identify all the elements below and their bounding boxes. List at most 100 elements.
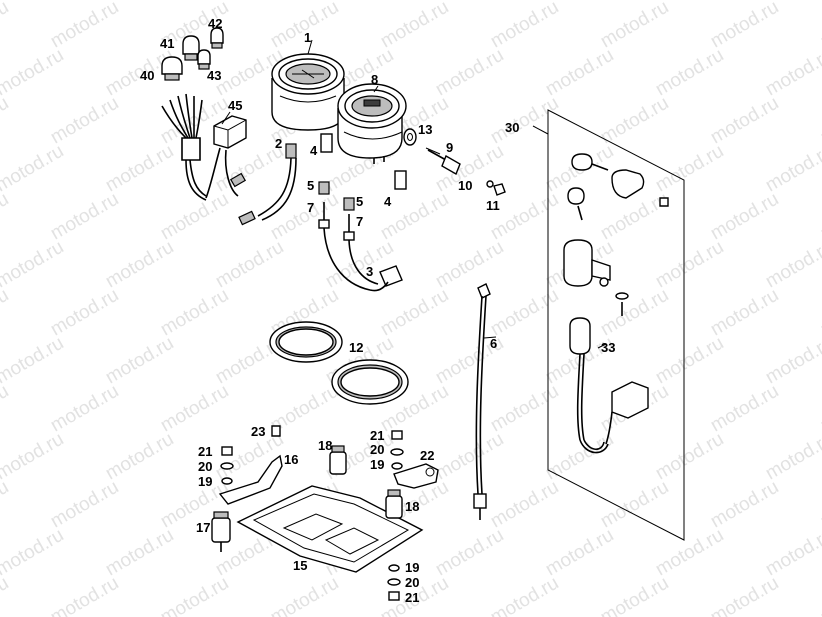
label-8: 8 — [371, 72, 378, 87]
watermark-text: motod.ru — [0, 477, 12, 533]
watermark-text: motod.ru — [157, 381, 232, 437]
watermark-text: motod.ru — [0, 525, 67, 581]
watermark-text: motod.ru — [102, 237, 177, 293]
label-16: 16 — [284, 452, 298, 467]
wiring-harness-45 — [161, 93, 247, 201]
label-41: 41 — [160, 36, 174, 51]
watermark-text: motod.ru — [817, 189, 822, 245]
label-5a: 5 — [307, 178, 314, 193]
watermark-text: motod.ru — [377, 285, 452, 341]
label-21c: 21 — [405, 590, 419, 605]
watermark-text: motod.ru — [0, 381, 12, 437]
watermark-text: motod.ru — [542, 525, 617, 581]
speedo-cable-6 — [473, 283, 491, 520]
label-19c: 19 — [405, 560, 419, 575]
label-10: 10 — [458, 178, 472, 193]
label-3: 3 — [366, 264, 373, 279]
watermark-text: motod.ru — [0, 237, 67, 293]
label-19a: 19 — [198, 474, 212, 489]
watermark-text: motod.ru — [47, 477, 122, 533]
watermark-text: motod.ru — [652, 525, 727, 581]
watermark-text: motod.ru — [762, 525, 822, 581]
watermark-text: motod.ru — [762, 45, 822, 101]
bulb-holders-3 — [318, 181, 403, 292]
watermark-text: motod.ru — [487, 477, 562, 533]
watermark-text: motod.ru — [652, 45, 727, 101]
bracket-22 — [393, 463, 439, 489]
watermark-text: motod.ru — [102, 333, 177, 389]
watermark-text: motod.ru — [597, 477, 672, 533]
watermark-text: motod.ru — [102, 525, 177, 581]
watermark-text: motod.ru — [0, 0, 12, 52]
label-15: 15 — [293, 558, 307, 573]
label-7b: 7 — [356, 214, 363, 229]
watermark-text: motod.ru — [0, 93, 12, 149]
watermark-text: motod.ru — [47, 189, 122, 245]
watermark-text: motod.ru — [652, 237, 727, 293]
label-23: 23 — [251, 424, 265, 439]
watermark-text: motod.ru — [487, 573, 562, 617]
label-2: 2 — [275, 136, 282, 151]
fasteners — [220, 425, 404, 601]
label-21b: 21 — [370, 428, 384, 443]
watermark-text: motod.ru — [47, 0, 122, 52]
watermark-text: motod.ru — [817, 285, 822, 341]
label-4a: 4 — [310, 143, 318, 158]
indicator-bulbs — [161, 27, 224, 81]
rubber-mounts — [211, 445, 403, 552]
tachometer-1 — [271, 53, 345, 131]
watermark-text: motod.ru — [762, 237, 822, 293]
label-43: 43 — [207, 68, 221, 83]
bracket-16 — [218, 454, 283, 505]
speedometer-8 — [337, 83, 407, 164]
bracket-15 — [236, 485, 424, 573]
ignition-lock-set-30 — [547, 109, 685, 541]
leader-lines — [221, 39, 607, 349]
watermark-text: motod.ru — [0, 141, 67, 197]
watermark-text: motod.ru — [652, 429, 727, 485]
label-30: 30 — [505, 120, 519, 135]
watermark-text: motod.ru — [47, 573, 122, 617]
watermark-text: motod.ru — [267, 573, 342, 617]
watermark-text: motod.ru — [817, 381, 822, 437]
part-labels: 1 8 42 41 40 43 45 2 4 13 9 10 11 5 5 4 … — [140, 16, 615, 605]
watermark-text: motod.ru — [707, 93, 782, 149]
watermark-text: motod.ru — [377, 0, 452, 52]
watermark-text: motod.ru — [707, 285, 782, 341]
watermark-text: motod.ru — [0, 45, 67, 101]
watermark-text: motod.ru — [157, 189, 232, 245]
watermark-text: motod.ru — [707, 189, 782, 245]
cable-2 — [238, 143, 297, 226]
label-19b: 19 — [370, 457, 384, 472]
watermark-text: motod.ru — [817, 573, 822, 617]
watermark-text: motod.ru — [597, 93, 672, 149]
watermark-text: motod.ru — [762, 429, 822, 485]
watermark-text: motod.ru — [432, 45, 507, 101]
watermark-text: motod.ru — [652, 141, 727, 197]
label-18b: 18 — [405, 499, 419, 514]
watermark-text: motod.ru — [0, 285, 12, 341]
label-33: 33 — [601, 340, 615, 355]
rubber-rings-12 — [269, 321, 409, 405]
label-4b: 4 — [384, 194, 392, 209]
watermark-text: motod.ru — [762, 333, 822, 389]
label-40: 40 — [140, 68, 154, 83]
label-5b: 5 — [356, 194, 363, 209]
watermark-text: motod.ru — [542, 45, 617, 101]
watermark-text: motod.ru — [102, 141, 177, 197]
label-20a: 20 — [198, 459, 212, 474]
watermark-text: motod.ru — [707, 381, 782, 437]
watermark-text: motod.ru — [0, 189, 12, 245]
label-7a: 7 — [307, 200, 314, 215]
watermark-text: motod.ru — [212, 237, 287, 293]
watermark-text: motod.ru — [707, 0, 782, 52]
label-6: 6 — [490, 336, 497, 351]
label-9: 9 — [446, 140, 453, 155]
watermark-text: motod.ru — [157, 573, 232, 617]
label-45: 45 — [228, 98, 242, 113]
watermark-text: motod.ru — [487, 189, 562, 245]
watermark-text: motod.ru — [47, 381, 122, 437]
watermark-text: motod.ru — [597, 0, 672, 52]
watermark-text: motod.ru — [597, 189, 672, 245]
